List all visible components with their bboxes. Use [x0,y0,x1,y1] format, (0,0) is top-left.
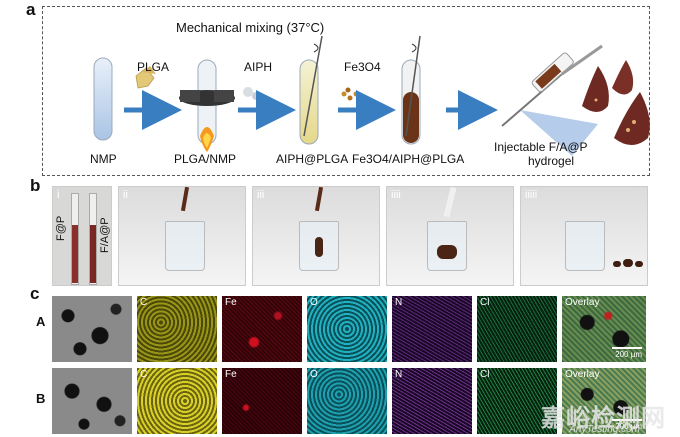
photo-iiii: iiii [386,186,514,286]
beaker-iiiii [565,221,605,271]
gel-piece-1 [613,261,621,267]
tube-label-fp: F@P [55,215,67,241]
channel-overlay-b: Overlay [565,369,600,380]
map-c-a: C [137,296,217,362]
panel-a-frame [42,6,650,176]
tube-label-fap: F/A@P [99,217,111,253]
map-overlay-a: Overlay 200 μm [562,296,646,362]
step-label-fe3o4-aiph-plga: Fe3O4/AIPH@PLGA [352,152,465,166]
tube-plga-nmp [179,59,235,152]
row-label-b: B [36,391,46,406]
aiph-particles-icon [243,87,260,100]
channel-fe-b: Fe [225,369,237,380]
panel-letter-a: a [26,0,36,19]
subpanel-label-ii: ii [123,189,128,201]
gel-mass-iiii [437,245,457,259]
product-label-line2: hydrogel [528,154,575,168]
channel-n-b: N [395,369,403,380]
scale-bar-a: 200 μm [612,347,642,359]
channel-n-a: N [395,297,403,308]
step-label-nmp: NMP [90,152,117,166]
step-label-aiph-plga: AIPH@PLGA [276,152,349,166]
photo-iiiii: iiiii [520,186,648,286]
tube-nmp [93,57,113,141]
scale-bar-b: 200 μm [612,419,642,431]
map-o-a: O [307,296,387,362]
channel-o-a: O [310,297,318,308]
map-cl-a: Cl [477,296,557,362]
needle-iii [314,187,324,212]
row-label-a: A [36,314,46,329]
channel-cl-a: Cl [480,297,490,308]
beaker-ii [165,221,205,271]
sem-image-a [52,296,132,362]
map-n-a: N [392,296,472,362]
syringe-icon [501,44,603,156]
hydrogel-droplets-icon [582,60,650,145]
map-cl-b: Cl [477,368,557,434]
watermark-subtext: AnyTesting.com [569,424,640,435]
subpanel-label-i: i [57,189,60,201]
step-label-plga-nmp: PLGA/NMP [174,152,237,166]
subpanel-label-iiiii: iiiii [525,189,538,201]
panel-a-schematic [93,35,650,156]
subpanel-label-iiii: iiii [391,189,401,201]
reagent-plga: PLGA [137,60,170,74]
channel-overlay-a: Overlay [565,297,600,308]
gel-piece-3 [635,261,643,267]
tube-fe3o4-aiph-plga [401,35,421,145]
photo-i: i F@P F/A@P [52,186,112,286]
map-c-b: C [137,368,217,434]
channel-o-b: O [310,369,318,380]
tube-aiph-plga [299,35,323,145]
photo-ii: ii [118,186,246,286]
map-fe-b: Fe [222,368,302,434]
channel-c-b: C [140,369,148,380]
map-n-b: N [392,368,472,434]
sem-image-b [52,368,132,434]
product-label-line1: Injectable F/A@P [494,140,588,154]
subpanel-label-iii: iii [257,189,265,201]
gel-strand-iii [315,237,323,257]
syringe-fap-fill [90,225,96,283]
reagent-fe3o4: Fe3O4 [344,60,381,74]
channel-c-a: C [140,297,148,308]
panel-letter-b: b [30,176,41,195]
channel-cl-b: Cl [480,369,490,380]
needle-iiii [443,187,457,218]
map-overlay-b: Overlay 200 μm [562,368,646,434]
watermark-text: 嘉峪检测网 [541,405,666,432]
map-fe-a: Fe [222,296,302,362]
channel-fe-a: Fe [225,297,237,308]
needle-ii [180,187,190,212]
map-o-b: O [307,368,387,434]
panel-a-title: Mechanical mixing (37°C) [176,20,325,35]
syringe-fp-fill [72,225,78,283]
plga-flakes-icon [135,66,156,89]
photo-iii: iii [252,186,380,286]
fe3o4-particles-icon [341,87,359,101]
reagent-aiph: AIPH [244,60,273,74]
gel-piece-2 [623,259,633,267]
panel-letter-c: c [30,284,40,303]
